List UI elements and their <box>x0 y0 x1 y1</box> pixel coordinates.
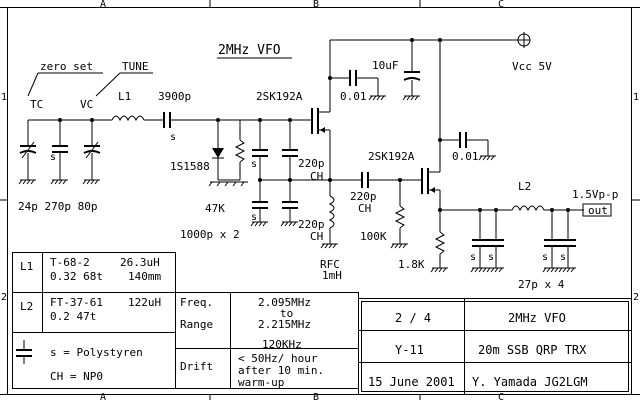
coil-l2-inductance: 122uH <box>128 296 161 309</box>
vcc-label: Vcc 5V <box>512 60 552 73</box>
r-100k-label: 100K <box>360 230 387 243</box>
row-label-2-left: 2 <box>1 292 7 303</box>
c-220p-a-label: 220p <box>298 157 325 170</box>
out-level-label: 1.5Vp-p <box>572 188 618 201</box>
title-block-code: Y-11 <box>395 343 424 357</box>
s-mark-27p-a: s <box>470 252 476 263</box>
c-220p-c-label: 220p <box>350 190 377 203</box>
s-mark-27p-b: s <box>488 252 494 263</box>
c-001-a-label: 0.01 <box>340 90 367 103</box>
vcc-rail: Vcc 5V 0.01 10uF 0.01 <box>328 32 552 166</box>
col-label-b-bottom: B <box>313 392 319 400</box>
q2-label: 2SK192A <box>368 150 415 163</box>
zero-set-label: zero set <box>40 60 93 73</box>
drift-value-1: < 50Hz/ hour <box>238 352 318 365</box>
rfc-inductor: RFC 1mH <box>320 180 342 282</box>
trim-values-label: 24p 270p 80p <box>18 200 97 213</box>
vc-label: VC <box>80 98 93 111</box>
r-1-8k-label: 1.8K <box>398 258 425 271</box>
title-block-project: 20m SSB QRP TRX <box>478 343 587 357</box>
col-label-a: A <box>100 0 106 10</box>
c-10uf-label: 10uF <box>372 59 399 72</box>
diagram-title: 2MHz VFO <box>218 43 281 58</box>
l1-label: L1 <box>118 90 131 103</box>
s-mark-270p: s <box>50 152 56 163</box>
s-mark-27p-c: s <box>542 252 548 263</box>
title-block-sheet: 2 / 4 <box>395 311 431 325</box>
coil-l1-core: T-68-2 <box>50 256 90 269</box>
out-label: out <box>588 204 608 217</box>
coupling-capacitor: 220p CH 100K <box>350 172 422 249</box>
c-27p-x4-label: 27p x 4 <box>518 278 565 291</box>
s-mark-3900p: s <box>170 132 176 143</box>
drift-value-2: after 10 min. <box>238 364 324 377</box>
c-220p-b-label: 220p <box>298 218 325 231</box>
l2-inductor <box>511 205 545 212</box>
rfc-label: RFC <box>320 258 340 271</box>
q1-label: 2SK192A <box>256 90 303 103</box>
freq-label: Freq. <box>180 296 213 309</box>
drift-value-3: warm-up <box>238 376 284 389</box>
c-3900p-label: 3900p <box>158 90 191 103</box>
range-value: 120KHz <box>262 338 302 351</box>
tune-label: TUNE <box>122 60 149 73</box>
col-label-a-bottom: A <box>100 392 106 400</box>
title-block-author: Y. Yamada JG2LGM <box>472 375 588 389</box>
out-terminal <box>582 203 612 217</box>
freq-end: 2.215MHz <box>258 318 311 331</box>
coil-l1-inductance: 26.3uH <box>120 256 160 269</box>
s-mark-1000p-a: s <box>251 159 257 170</box>
row-label-2-right: 2 <box>633 292 639 303</box>
legend-ch-line: CH = NP0 <box>50 370 103 383</box>
s-mark-27p-d: s <box>560 252 566 263</box>
c-1000p-x2-label: 1000p x 2 <box>180 228 240 241</box>
legend-s-line: s = Polystyren <box>50 346 143 359</box>
q1-transistor: 2SK192A <box>256 40 331 180</box>
col-label-c-bottom: C <box>498 392 504 400</box>
tc-label: TC <box>30 98 43 111</box>
title-block: 2 / 4 2MHz VFO Y-11 20m SSB QRP TRX 15 J… <box>358 298 632 395</box>
rfc-value-label: 1mH <box>322 269 342 282</box>
l1-inductor <box>111 115 145 122</box>
drift-label: Drift <box>180 360 213 373</box>
col-label-c: C <box>498 0 504 10</box>
tank-circuit: s 24p 270p 80p L1 3900p s 1S1588 <box>18 90 362 243</box>
coil-table: L1 T-68-2 26.3uH 0.32 68t 140mm L2 FT-37… <box>12 252 176 333</box>
diode-label: 1S1588 <box>170 160 210 173</box>
coil-l1-name: L1 <box>20 260 33 273</box>
s-mark-1000p-b: s <box>251 212 257 223</box>
coil-l2-name: L2 <box>20 300 33 313</box>
legend: s = Polystyren CH = NP0 <box>12 332 176 389</box>
freq-to: to <box>280 307 293 320</box>
output-filter: L2 s s s s 27p x 4 1.5Vp-p out <box>440 180 618 291</box>
l2-label: L2 <box>518 180 531 193</box>
coil-l2-wire: 0.2 47t <box>50 310 96 323</box>
c-001-b-label: 0.01 <box>452 150 479 163</box>
ch-a-label: CH <box>310 170 323 183</box>
title-block-name: 2MHz VFO <box>508 311 566 325</box>
row-label-1-left: 1 <box>1 92 7 103</box>
title-block-date: 15 June 2001 <box>368 375 455 389</box>
ch-c-label: CH <box>358 202 371 215</box>
spec-table: Freq. Range 2.095MHz to 2.215MHz 120KHz … <box>175 292 359 389</box>
range-label: Range <box>180 318 213 331</box>
coil-l1-length: 140mm <box>128 270 161 283</box>
col-label-b: B <box>313 0 319 10</box>
r-47k-label: 47K <box>205 202 225 215</box>
q2-transistor: 2SK192A <box>368 150 441 232</box>
ch-b-label: CH <box>310 230 323 243</box>
r-1-8k-resistor: 1.8K <box>398 208 448 273</box>
coil-l2-core: FT-37-61 <box>50 296 103 309</box>
coil-l1-wire: 0.32 68t <box>50 270 103 283</box>
freq-start: 2.095MHz <box>258 296 311 309</box>
row-label-1-right: 1 <box>633 92 639 103</box>
